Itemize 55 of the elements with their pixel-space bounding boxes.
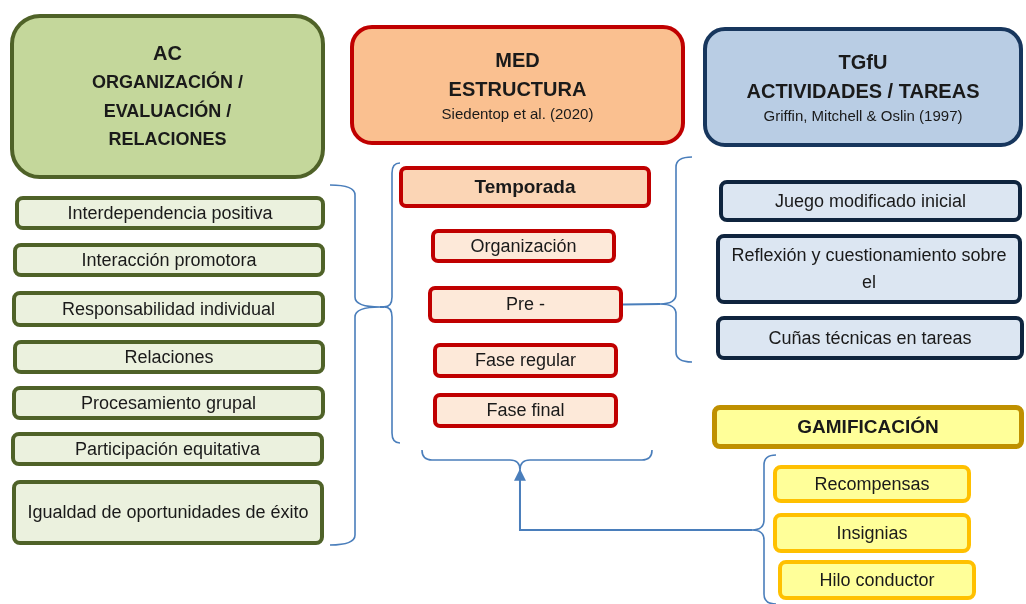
heading-text: Temporada [474, 175, 576, 199]
curly-bracket [752, 455, 776, 604]
curly-bracket [422, 450, 652, 470]
item-text: Reflexión y cuestionamiento sobre el [730, 244, 1008, 294]
heading-text: GAMIFICACIÓN [797, 415, 939, 439]
item-text: Insignias [836, 521, 908, 545]
item-box [15, 196, 325, 230]
curly-bracket [330, 185, 380, 545]
item-text: Juego modificado inicial [774, 189, 967, 213]
citation-text: Siedentop et al. (2020) [441, 104, 594, 124]
heading-text: AC [153, 40, 182, 66]
item-text: Organización [470, 234, 577, 258]
category-box [10, 14, 325, 179]
item-box [716, 234, 1022, 304]
item-box [778, 560, 976, 600]
curly-bracket [660, 157, 692, 362]
item-box [12, 386, 325, 420]
citation-text: Griffin, Mitchell & Oslin (1997) [763, 106, 963, 126]
item-text: Cuñas técnicas en tareas [768, 326, 972, 350]
item-box [13, 340, 325, 374]
item-box [11, 432, 324, 466]
category-box [399, 166, 651, 208]
item-box [719, 180, 1022, 222]
item-text: Interdependencia positiva [67, 201, 273, 225]
item-box [433, 393, 618, 428]
subheading-text: ORGANIZACIÓN / EVALUACIÓN / RELACIONES [91, 70, 244, 152]
item-text: Hilo conductor [819, 568, 935, 592]
item-text: Fase final [486, 399, 565, 422]
item-box [773, 513, 971, 553]
item-text: Igualdad de oportunidades de éxito [27, 501, 309, 524]
item-box [12, 480, 324, 545]
heading-text: TGfU [838, 50, 888, 76]
item-box [13, 243, 325, 277]
item-text: Procesamiento grupal [80, 391, 257, 415]
heading-text: ACTIVIDADES / TAREAS [746, 79, 980, 105]
item-text: Relaciones [124, 345, 214, 369]
item-text: Participación equitativa [74, 437, 261, 461]
heading-text: ESTRUCTURA [448, 77, 587, 103]
item-box [433, 343, 618, 378]
item-text: Recompensas [814, 472, 930, 496]
category-box [350, 25, 685, 145]
item-text: Fase regular [474, 349, 577, 372]
category-box [703, 27, 1023, 147]
item-box [431, 229, 616, 263]
item-text: Responsabilidad individual [61, 297, 276, 321]
item-box [12, 291, 325, 327]
item-box [428, 286, 623, 323]
item-text: Interacción promotora [81, 248, 257, 272]
item-text: Pre - [506, 293, 545, 316]
heading-text: MED [495, 48, 540, 74]
item-box [773, 465, 971, 503]
item-box [716, 316, 1024, 360]
category-box [712, 405, 1024, 449]
connector-arrow [514, 468, 753, 531]
curly-bracket [384, 163, 400, 443]
